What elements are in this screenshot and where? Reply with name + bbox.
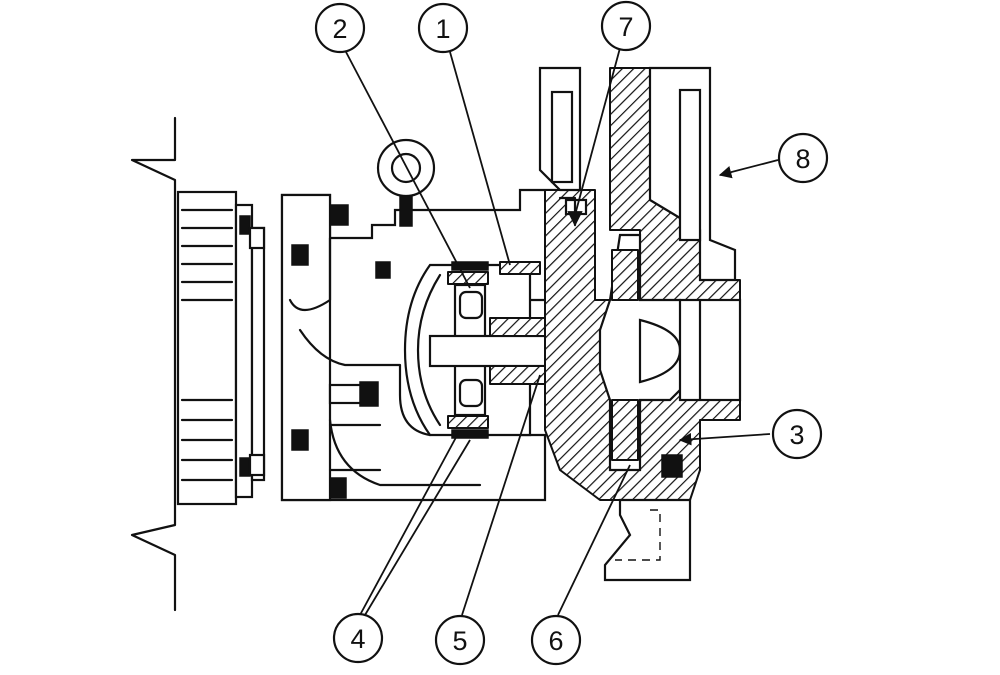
leader-1 [449,51,511,266]
motor-bolt-bottom [239,457,251,477]
motor-fins [180,208,234,482]
bracket-flange [280,193,332,502]
outer-magnet-top [447,271,489,285]
leader-8 [718,159,779,179]
callout-4-label: 4 [350,624,365,654]
callout-6: 6 [530,614,582,666]
callout-7: 7 [600,0,652,52]
callout-3: 3 [771,408,823,460]
callout-1: 1 [417,2,469,54]
motor-spigot [250,226,266,482]
shell-ring [499,261,541,275]
callout-8-label: 8 [795,144,810,174]
callout-8: 8 [777,132,829,184]
casing-foot [603,498,692,582]
callout-1-label: 1 [435,14,450,44]
leader-3 [678,432,771,446]
motor [130,116,266,612]
motor-break-line [130,116,177,612]
leader-5 [461,374,541,616]
motor-end-bell [176,190,238,506]
leader-4a [359,429,461,616]
callout-2: 2 [314,2,366,54]
leaders [345,47,779,616]
leader-4b [364,439,471,616]
suction-inlet [678,298,742,402]
callout-5: 5 [434,614,486,666]
callout-7-label: 7 [618,12,633,42]
callout-3-label: 3 [789,420,804,450]
casing-bolt [661,454,683,478]
leader-7 [574,47,621,216]
bracket-bolt-upper [291,244,309,266]
motor-bolt-top [239,215,251,235]
callout-5-label: 5 [452,626,467,656]
leader-2 [345,51,471,289]
pump-casing [538,66,742,582]
callout-2-label: 2 [332,14,347,44]
callout-4: 4 [332,612,384,664]
bracket-bolt-lower [291,429,309,451]
bracket-top-nut [329,204,349,226]
callout-6-label: 6 [548,626,563,656]
leader-6 [557,464,631,616]
outer-magnet-bottom [447,415,489,429]
